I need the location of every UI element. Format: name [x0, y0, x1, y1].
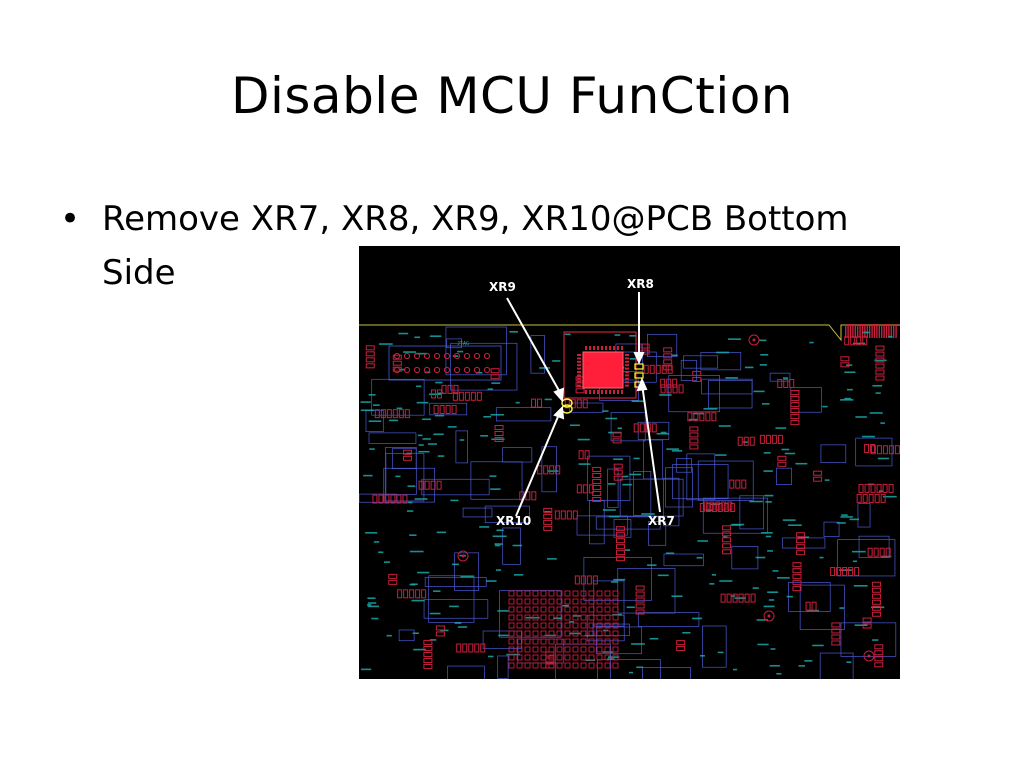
bullet-item: • Remove XR7, XR8, XR9, XR10@PCB Bottom … — [60, 192, 920, 300]
slide-title: Disable MCU FunCtion — [230, 67, 793, 125]
callout-xr10: XR10 — [496, 514, 531, 528]
edge-connector — [845, 324, 897, 338]
jtag-label: JTAG — [457, 341, 469, 347]
xr7-arrowhead — [636, 377, 648, 392]
pcb-layout-image: JTAG XR9 XR8 X — [359, 246, 900, 679]
xr8-arrowhead — [633, 352, 645, 365]
mcu-chip — [563, 331, 637, 399]
jtag-header: JTAG — [388, 341, 502, 381]
xr9-arrowhead — [553, 387, 565, 403]
pcb-drawing: JTAG XR9 XR8 X — [359, 246, 900, 679]
xr9-arrow — [506, 297, 563, 397]
pcb-traces — [359, 326, 897, 679]
xr10-arrow — [515, 411, 561, 517]
xr10-arrowhead — [553, 405, 565, 420]
callout-xr9: XR9 — [489, 280, 516, 294]
bullet-text: Remove XR7, XR8, XR9, XR10@PCB Bottom Si… — [102, 199, 849, 293]
xr7-arrow — [641, 383, 661, 513]
pcb-components — [365, 334, 900, 669]
callout-xr7: XR7 — [648, 514, 675, 528]
callout-arrows — [506, 292, 661, 517]
bullet-dot: • — [60, 199, 81, 239]
callout-xr8: XR8 — [627, 277, 654, 291]
